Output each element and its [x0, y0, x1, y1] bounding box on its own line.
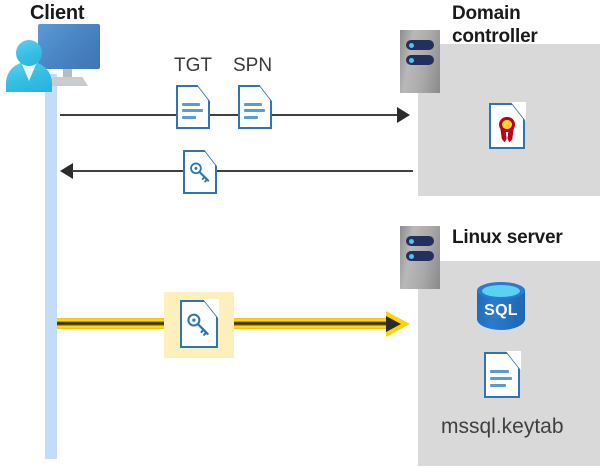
sql-database-label: SQL: [484, 302, 518, 319]
certificate-document-icon: [489, 102, 526, 149]
keytab-file-label: mssql.keytab: [441, 415, 564, 438]
server-bay-icon: [406, 40, 434, 50]
client-title: Client: [30, 2, 85, 24]
response-arrow-segment: [215, 170, 413, 172]
service-ticket-arrow-segment: [57, 318, 177, 329]
spn-document-icon: [238, 84, 273, 129]
keytab-document-icon: [484, 351, 521, 398]
server-bay-icon: [406, 251, 434, 261]
monitor-base-icon: [48, 77, 88, 86]
linux-server-server-icon: [400, 226, 440, 289]
key-glyph-icon: [189, 162, 209, 183]
server-bay-icon: [406, 55, 434, 65]
domain-controller-server-icon: [400, 30, 440, 93]
monitor-screen-icon: [38, 24, 100, 69]
key-document-icon: [183, 149, 218, 194]
sql-database-icon: SQL: [477, 282, 525, 338]
request-arrow-segment: [60, 114, 178, 116]
service-ticket-key-document-icon: [180, 299, 219, 348]
service-ticket-arrow-segment: [221, 318, 389, 329]
request-arrow-segment: [208, 114, 240, 116]
server-bay-icon: [406, 236, 434, 246]
service-ticket-arrow-head-inner-icon: [386, 316, 401, 332]
request-arrow-head-icon: [397, 107, 410, 123]
response-arrow-segment: [72, 170, 184, 172]
certificate-seal-icon: [499, 116, 515, 133]
client-lifeline: [45, 74, 57, 459]
spn-label: SPN: [233, 55, 273, 76]
response-arrow-head-icon: [60, 163, 73, 179]
person-head-icon: [16, 40, 42, 66]
domain-controller-title-line1: Domain: [452, 3, 521, 24]
key-glyph-icon: [187, 313, 210, 336]
tgt-label: TGT: [174, 55, 212, 76]
domain-controller-title: Domain controller: [452, 2, 592, 48]
request-arrow-segment: [270, 114, 398, 116]
user-computer-icon: [6, 24, 100, 92]
tgt-document-icon: [176, 84, 211, 129]
domain-controller-title-line2: controller: [452, 26, 538, 47]
monitor-neck-icon: [63, 69, 72, 79]
linux-server-title: Linux server: [452, 227, 563, 248]
